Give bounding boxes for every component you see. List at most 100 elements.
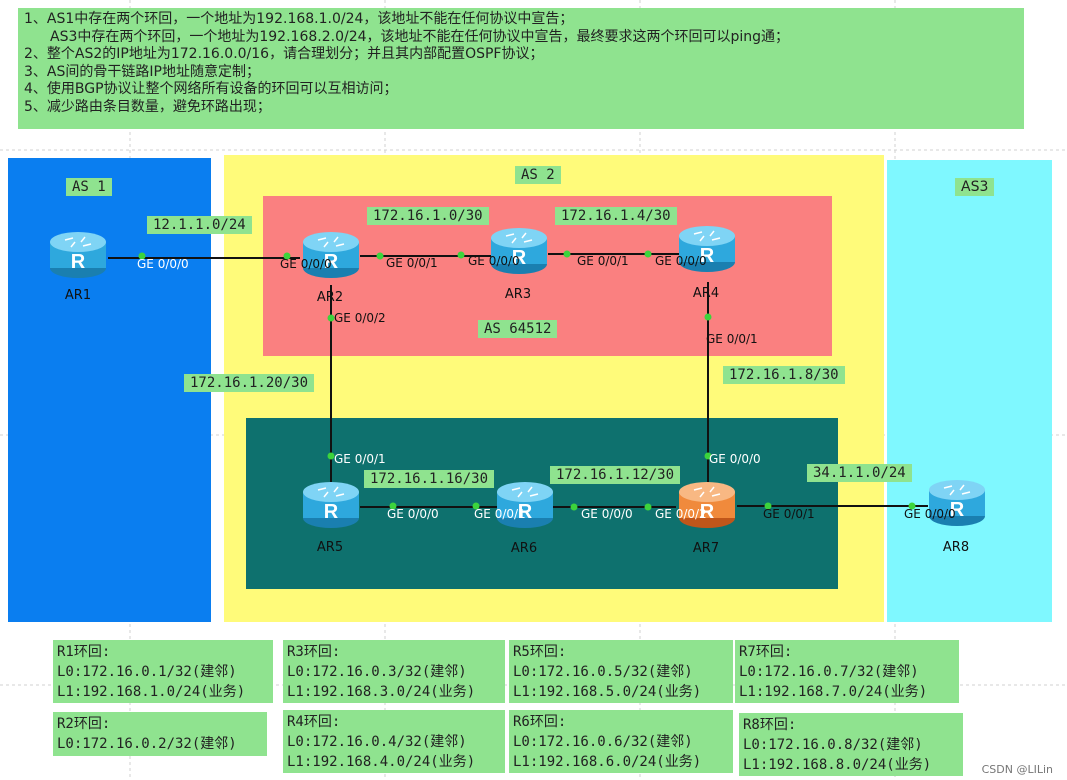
- loopback-r4-l0: L0:172.16.0.4/32(建邻): [287, 734, 467, 750]
- router-ar6-name: AR6: [510, 541, 538, 556]
- subnet-172-16-1-16: 172.16.1.16/30: [364, 470, 495, 488]
- svg-text:R: R: [700, 501, 715, 523]
- iface-ar7-ge001: GE 0/0/1: [763, 507, 815, 521]
- as1-label: AS 1: [66, 178, 112, 196]
- loopback-r4-l1: L1:192.168.4.0/24(业务): [287, 754, 476, 770]
- router-ar8-name: AR8: [942, 540, 970, 555]
- loopback-r2: R2环回: L0:172.16.0.2/32(建邻): [53, 712, 267, 756]
- port-dot: [283, 252, 291, 260]
- port-dot: [908, 502, 916, 510]
- loopback-r5-l1: L1:192.168.5.0/24(业务): [513, 684, 702, 700]
- iface-ar3-ge001: GE 0/0/1: [577, 254, 629, 268]
- loopback-r7-l1: L1:192.168.7.0/24(业务): [739, 684, 928, 700]
- iface-ar6-ge001: GE 0/0/1: [474, 507, 526, 521]
- router-ar3-name: AR3: [504, 287, 532, 302]
- requirements-box: 1、AS1中存在两个环回，一个地址为192.168.1.0/24，该地址不能在任…: [18, 8, 1024, 129]
- as3-label: AS3: [955, 178, 995, 196]
- port-dot: [138, 252, 146, 260]
- port-dot: [764, 502, 772, 510]
- as1-zone: [8, 158, 211, 622]
- subnet-172-16-1-4: 172.16.1.4/30: [555, 207, 677, 225]
- loopback-r7-title: R7环回:: [739, 644, 793, 660]
- loopback-r8-title: R8环回:: [743, 717, 797, 733]
- router-ar2-icon[interactable]: R: [300, 228, 362, 280]
- iface-ar1-ge000: GE 0/0/0: [137, 257, 189, 271]
- subnet-172-16-1-0: 172.16.1.0/30: [367, 207, 489, 225]
- requirement-1b: AS3中存在两个环回，一个地址为192.168.2.0/24，该地址不能在任何协…: [50, 28, 790, 45]
- loopback-r3-l0: L0:172.16.0.3/32(建邻): [287, 664, 467, 680]
- svg-text:R: R: [324, 501, 339, 523]
- port-dot: [327, 452, 335, 460]
- requirement-4: 4、使用BGP协议让整个网络所有设备的环回可以互相访问；: [24, 81, 398, 97]
- loopback-r8: R8环回: L0:172.16.0.8/32(建邻) L1:192.168.8.…: [739, 713, 963, 776]
- loopback-r2-l0: L0:172.16.0.2/32(建邻): [57, 736, 237, 752]
- router-ar8-icon[interactable]: R: [926, 476, 988, 528]
- router-ar3-icon[interactable]: R: [488, 224, 550, 276]
- iface-ar2-ge000: GE 0/0/0: [280, 257, 332, 271]
- as2-label: AS 2: [515, 166, 561, 184]
- watermark: CSDN @LILin: [981, 763, 1053, 776]
- port-dot: [704, 313, 712, 321]
- loopback-r1-title: R1环回:: [57, 644, 111, 660]
- port-dot: [376, 252, 384, 260]
- loopback-r1-l0: L0:172.16.0.1/32(建邻): [57, 664, 237, 680]
- iface-ar7-ge002: GE 0/0/2: [655, 507, 707, 521]
- loopback-r6-l0: L0:172.16.0.6/32(建邻): [513, 734, 693, 750]
- subnet-172-16-1-8: 172.16.1.8/30: [723, 366, 845, 384]
- loopback-r3-title: R3环回:: [287, 644, 341, 660]
- loopback-r6: R6环回: L0:172.16.0.6/32(建邻) L1:192.168.6.…: [509, 710, 733, 773]
- requirement-2: 2、整个AS2的IP地址为172.16.0.0/16，请合理划分；并且其内部配置…: [24, 46, 544, 62]
- port-dot: [704, 452, 712, 460]
- requirement-5: 5、减少路由条目数量，避免环路出现；: [24, 98, 271, 115]
- requirement-3: 3、AS间的骨干链路IP地址随意定制；: [24, 63, 260, 80]
- loopback-r5-title: R5环回:: [513, 644, 567, 660]
- iface-ar7-ge000: GE 0/0/0: [709, 452, 761, 466]
- loopback-r1-l1: L1:192.168.1.0/24(业务): [57, 684, 246, 700]
- iface-ar6-ge000: GE 0/0/0: [581, 507, 633, 521]
- iface-ar4-ge000: GE 0/0/0: [655, 254, 707, 268]
- router-ar5-name: AR5: [316, 540, 344, 555]
- port-dot: [644, 503, 652, 511]
- port-dot: [644, 250, 652, 258]
- loopback-r7: R7环回: L0:172.16.0.7/32(建邻) L1:192.168.7.…: [735, 640, 959, 703]
- subnet-12-1-1-0: 12.1.1.0/24: [147, 216, 252, 234]
- port-dot: [457, 251, 465, 259]
- router-ar4-name: AR4: [692, 286, 720, 301]
- loopback-r6-title: R6环回:: [513, 714, 567, 730]
- router-ar6-icon[interactable]: R: [494, 478, 556, 530]
- loopback-r5: R5环回: L0:172.16.0.5/32(建邻) L1:192.168.5.…: [509, 640, 733, 703]
- router-ar1-name: AR1: [64, 288, 92, 303]
- as3-zone: [887, 160, 1052, 622]
- router-ar2-name: AR2: [316, 290, 344, 305]
- loopback-r7-l0: L0:172.16.0.7/32(建邻): [739, 664, 919, 680]
- router-ar5-icon[interactable]: R: [300, 478, 362, 530]
- router-ar1-icon[interactable]: R: [47, 228, 109, 280]
- requirement-1: 1、AS1中存在两个环回，一个地址为192.168.1.0/24，该地址不能在任…: [24, 11, 574, 27]
- port-dot: [472, 502, 480, 510]
- router-ar7-name: AR7: [692, 541, 720, 556]
- svg-text:R: R: [518, 501, 533, 523]
- iface-ar2-ge002: GE 0/0/2: [334, 311, 386, 325]
- iface-ar5-ge000: GE 0/0/0: [387, 507, 439, 521]
- port-dot: [327, 314, 335, 322]
- subnet-34-1-1-0: 34.1.1.0/24: [807, 464, 912, 482]
- subnet-172-16-1-20: 172.16.1.20/30: [184, 374, 315, 392]
- iface-ar5-ge001: GE 0/0/1: [334, 452, 386, 466]
- loopback-r3-l1: L1:192.168.3.0/24(业务): [287, 684, 476, 700]
- iface-ar3-ge000: GE 0/0/0: [468, 254, 520, 268]
- loopback-r4: R4环回: L0:172.16.0.4/32(建邻) L1:192.168.4.…: [283, 710, 505, 773]
- loopback-r8-l0: L0:172.16.0.8/32(建邻): [743, 737, 923, 753]
- loopback-r2-title: R2环回:: [57, 716, 111, 732]
- loopback-r8-l1: L1:192.168.8.0/24(业务): [743, 757, 932, 773]
- iface-ar8-ge000: GE 0/0/0: [904, 507, 956, 521]
- loopback-r6-l1: L1:192.168.6.0/24(业务): [513, 754, 702, 770]
- port-dot: [389, 502, 397, 510]
- svg-text:R: R: [71, 251, 86, 273]
- svg-text:R: R: [950, 499, 965, 521]
- svg-text:R: R: [700, 245, 715, 267]
- as64512-label: AS 64512: [478, 320, 558, 338]
- router-ar4-icon[interactable]: R: [676, 222, 738, 274]
- iface-ar4-ge001: GE 0/0/1: [706, 332, 758, 346]
- router-ar7-icon[interactable]: R: [676, 478, 738, 530]
